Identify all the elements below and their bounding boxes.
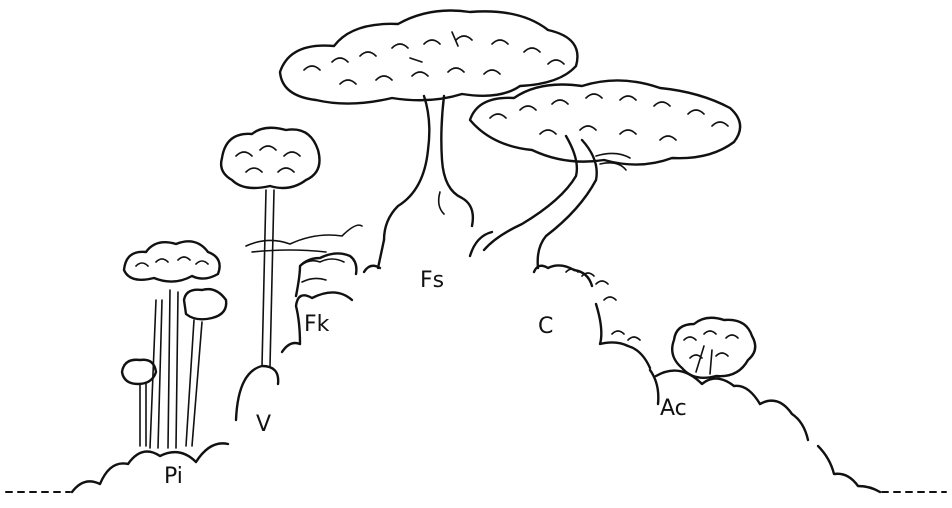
c-tree-large (468, 79, 742, 270)
fs-tree-large (278, 9, 579, 242)
mountain-outline (70, 230, 882, 494)
label-ac: Ac (660, 396, 687, 421)
v-tree (219, 126, 363, 367)
label-c: C (538, 314, 554, 339)
label-fs: Fs (420, 268, 445, 293)
fk-canopy (299, 258, 345, 283)
ac-shrub (565, 268, 757, 379)
label-v: V (256, 412, 272, 437)
label-fk: Fk (304, 312, 330, 337)
label-pi: Pi (164, 464, 183, 489)
pi-tree-group (120, 240, 228, 449)
